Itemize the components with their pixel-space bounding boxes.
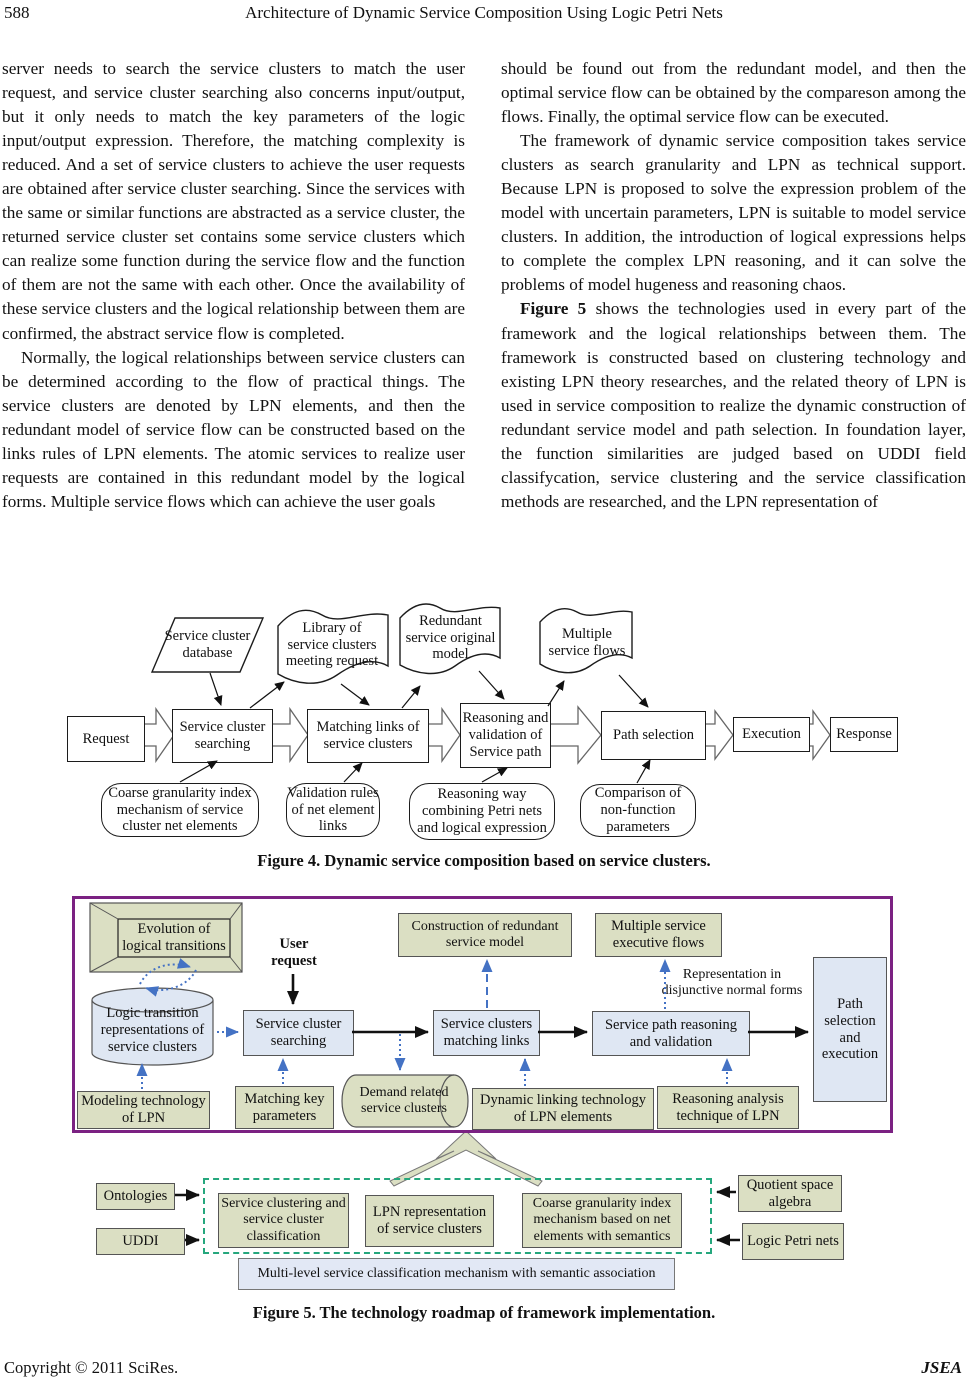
figure5-caption: Figure 5. The technology roadmap of fram… — [252, 1303, 716, 1322]
fig5-node-ontologies: Ontologies — [96, 1183, 175, 1210]
fig5-node-modeling: Modeling technology of LPN — [77, 1091, 210, 1129]
right-paragraph-3-text: shows the technologies used in every par… — [501, 299, 966, 511]
left-paragraph-2: Normally, the logical relationships betw… — [2, 347, 465, 511]
fig5-black-arrows — [175, 974, 809, 1246]
fig5-node-quotient: Quotient space algebra — [738, 1175, 842, 1212]
fig4-node-comparison: Comparison of non-function parameters — [580, 784, 696, 837]
fig4-node-request: Request — [67, 716, 145, 762]
fig5-node-reasoning-analysis: Reasoning analysis technique of LPN — [657, 1086, 799, 1129]
fig4-node-library: Library of service clusters meeting requ… — [285, 619, 379, 670]
fig4-node-path-selection: Path selection — [601, 711, 706, 760]
fig5-node-path-reasoning: Service path reasoning and validation — [592, 1011, 750, 1056]
page-number: 588 — [4, 3, 30, 22]
fig5-node-lpn-representation: LPN representation of service clusters — [365, 1195, 494, 1247]
fig4-node-multiple-flows: Multiple service flows — [548, 626, 626, 659]
fig4-connector-arrows — [179, 670, 651, 784]
fig5-node-clustering: Service clustering and service cluster c… — [218, 1193, 349, 1248]
fig4-block-arrows — [140, 705, 831, 765]
fig5-demand-cylinder — [341, 1074, 469, 1128]
figure5-reference: Figure 5 — [520, 299, 587, 319]
fig4-wavy-documents — [277, 603, 633, 684]
fig4-node-reasoning: Reasoning and validation of Service path — [460, 703, 551, 768]
fig5-node-construction: Construction of redundant service model — [398, 913, 572, 957]
right-paragraph-3: Figure 5 shows the technologies used in … — [501, 297, 966, 513]
fig4-node-validation-rules: Validation rules of net element links — [286, 783, 380, 837]
fig5-node-coarse-granularity: Coarse granularity index mechanism based… — [522, 1193, 682, 1248]
fig5-node-dynamic-linking: Dynamic linking technology of LPN elemen… — [472, 1088, 654, 1130]
right-paragraph-1: should be found out from the redundant m… — [501, 59, 966, 127]
fig4-node-matching: Matching links of service clusters — [307, 709, 429, 763]
fig5-foundation-dashed-border — [203, 1178, 712, 1254]
fig5-node-logic-petri: Logic Petri nets — [742, 1223, 844, 1260]
fig5-logic-transition-cylinder — [91, 987, 214, 1066]
right-paragraph-2: The framework of dynamic service composi… — [501, 131, 966, 295]
fig4-node-execution: Execution — [733, 717, 810, 752]
footer-journal: JSEA — [921, 1358, 962, 1377]
fig4-node-response: Response — [830, 717, 898, 752]
fig5-node-path-selection: Path selection and execution — [813, 957, 887, 1102]
fig4-node-database: Service cluster database — [164, 628, 251, 661]
fig5-node-multilevel: Multi-level service classification mecha… — [238, 1258, 675, 1290]
fig4-database-parallelogram — [150, 617, 265, 673]
fig5-node-searching: Service cluster searching — [243, 1010, 354, 1056]
fig5-big-up-arrow — [389, 1130, 543, 1187]
fig5-node-matching-key: Matching key parameters — [235, 1086, 334, 1129]
left-paragraph-1: server needs to search the service clust… — [2, 59, 465, 343]
fig5-node-uddi: UDDI — [96, 1228, 185, 1255]
right-column: should be found out from the redundant m… — [501, 57, 966, 514]
figure4-caption: Figure 4. Dynamic service composition ba… — [257, 851, 711, 870]
fig4-node-searching: Service cluster searching — [172, 709, 273, 763]
fig5-node-multiple-exec-flows: Multiple service executive flows — [595, 913, 722, 957]
footer-copyright: Copyright © 2011 SciRes. — [4, 1358, 179, 1377]
fig4-node-reasoning-way: Reasoning way combining Petri nets and l… — [409, 783, 555, 840]
fig5-blue-arrows — [136, 958, 733, 1089]
fig5-node-demand: Demand related service clusters — [359, 1084, 449, 1116]
left-column: server needs to search the service clust… — [2, 57, 465, 514]
fig4-node-coarse: Coarse granularity index mechanism of se… — [101, 783, 259, 837]
fig5-framework-border — [72, 896, 893, 1133]
fig5-evolution-frame — [89, 902, 243, 973]
running-title: Architecture of Dynamic Service Composit… — [245, 3, 723, 22]
fig5-node-logic-transition: Logic transition representations of serv… — [100, 1005, 205, 1055]
fig4-node-redundant-model: Redundant service original model — [405, 612, 496, 663]
fig5-node-user-request: User request — [271, 936, 317, 969]
fig5-node-evolution: Evolution of logical transitions — [122, 921, 226, 954]
fig5-label-representation: Representation in disjunctive normal for… — [661, 966, 803, 998]
